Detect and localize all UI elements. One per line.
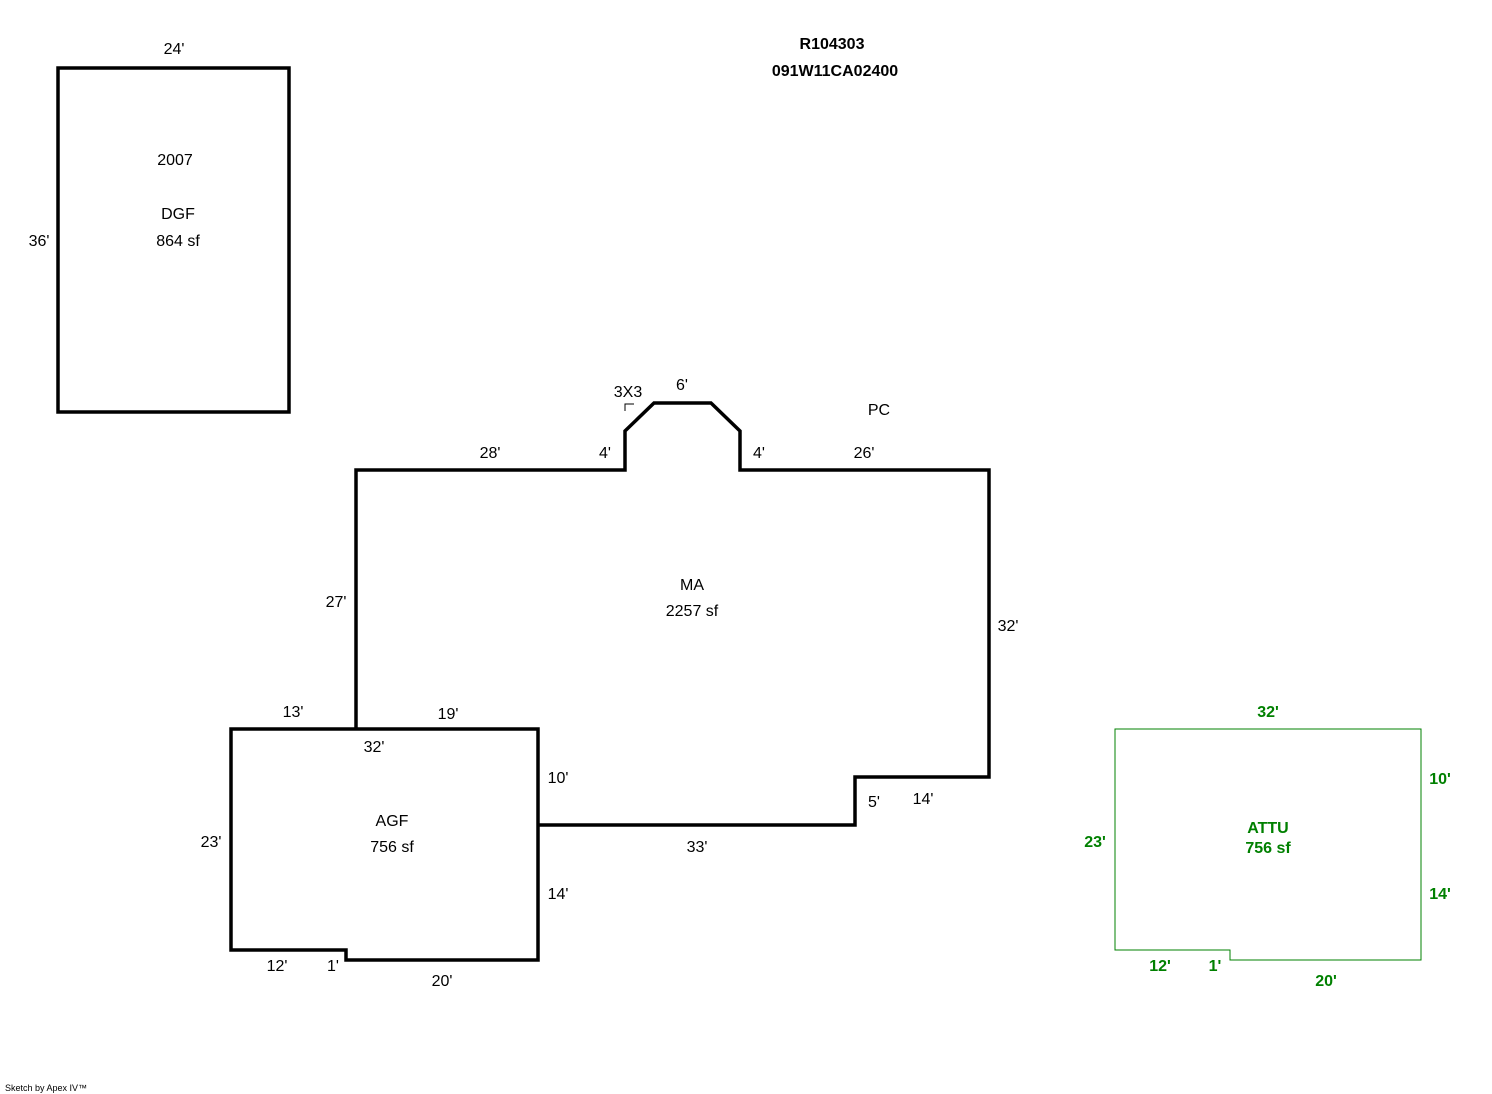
agf-area: 756 sf <box>370 839 414 856</box>
agf-dim-right-upper: 10' <box>548 770 569 787</box>
attu-dim-bottom-step: 1' <box>1209 958 1222 975</box>
attu-code: ATTU <box>1247 820 1288 837</box>
ma-outline <box>354 401 991 827</box>
parcel-id: R104303 <box>800 36 865 53</box>
agf-dim-bottom-right: 20' <box>432 973 453 990</box>
ma-dim-bottom: 33' <box>687 839 708 856</box>
agf-dim-left: 23' <box>201 834 222 851</box>
attu-dim-left: 23' <box>1084 834 1106 851</box>
ma-code: MA <box>680 577 704 594</box>
agf-dim-bottom-step: 1' <box>327 958 339 975</box>
ma-dim-step-side: 5' <box>868 794 880 811</box>
attu-dim-right-lower: 14' <box>1429 886 1451 903</box>
footer-credit: Sketch by Apex IV™ <box>5 1083 87 1093</box>
dgf-dim-left: 36' <box>29 233 50 250</box>
agf-outline <box>229 727 540 962</box>
attu-dim-bottom-right: 20' <box>1315 973 1337 990</box>
agf-code: AGF <box>376 813 409 830</box>
ma-dim-step-bottom: 14' <box>913 791 934 808</box>
ma-dim-bay-top: 6' <box>676 377 688 394</box>
dgf-area: 864 sf <box>156 233 200 250</box>
agf-dim-top-total: 32' <box>364 739 385 756</box>
agf-dim-bottom-left: 12' <box>267 958 288 975</box>
ma-porch-label: PC <box>868 402 890 419</box>
map-number: 091W11CA02400 <box>772 63 898 80</box>
attu-outline <box>1114 728 1422 961</box>
dgf-code: DGF <box>161 206 195 223</box>
dgf-year: 2007 <box>157 152 193 169</box>
ma-dim-top-right: 26' <box>854 445 875 462</box>
dgf-outline <box>56 66 291 414</box>
attu-dim-bottom-left: 12' <box>1149 958 1171 975</box>
agf-dim-top-right: 19' <box>438 706 459 723</box>
attu-area: 756 sf <box>1245 840 1291 857</box>
ma-dim-left: 27' <box>326 594 347 611</box>
ma-bay-note: 3X3 <box>614 384 643 401</box>
ma-dim-bay-left: 4' <box>599 445 611 462</box>
ma-dim-bay-right: 4' <box>753 445 765 462</box>
agf-dim-top-left: 13' <box>283 704 304 721</box>
ma-area: 2257 sf <box>666 603 719 620</box>
ma-dim-right: 32' <box>998 618 1019 635</box>
agf-dim-right-lower: 14' <box>548 886 569 903</box>
attu-dim-top: 32' <box>1257 704 1279 721</box>
attu-dim-right-upper: 10' <box>1429 771 1451 788</box>
dgf-dim-top: 24' <box>164 41 185 58</box>
ma-dim-top-left: 28' <box>480 445 501 462</box>
bay-corner-mark <box>624 403 634 411</box>
